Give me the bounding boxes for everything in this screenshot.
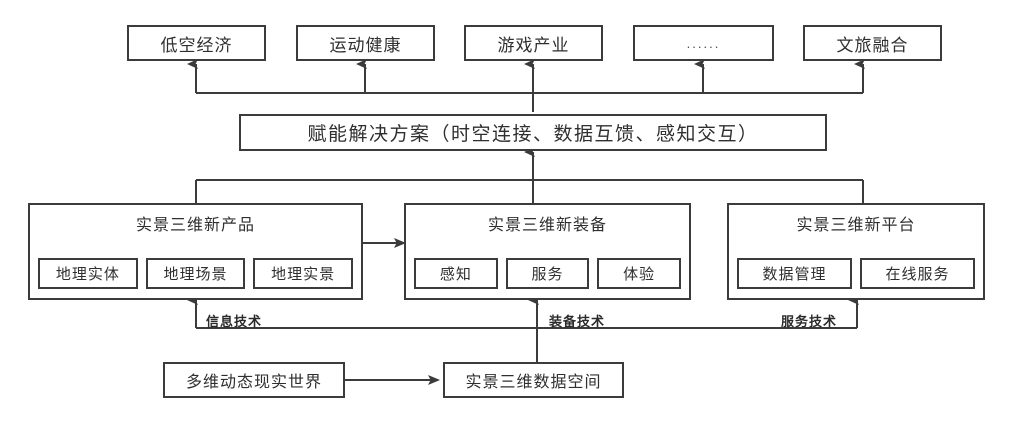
application-box-label: 文旅融合 [836,35,909,55]
solution-box[interactable]: 赋能解决方案（时空连接、数据互馈、感知交互） [239,114,827,151]
chip-data-management[interactable]: 数据管理 [737,258,852,289]
chip-label: 地理场景 [163,266,228,283]
application-box-label: 运动健康 [329,35,402,55]
chip-service[interactable]: 服务 [505,258,590,289]
application-box-label: 低空经济 [160,35,233,55]
panel-new-platform[interactable]: 实景三维新平台 数据管理 在线服务 [727,203,985,300]
application-box-sports-health[interactable]: 运动健康 [296,25,435,61]
chip-label: 数据管理 [762,266,827,283]
chip-label: 在线服务 [885,266,950,283]
application-box-culture-tourism[interactable]: 文旅融合 [803,25,942,61]
chip-label: 地理实景 [271,266,336,283]
edge-label-equipment-technology: 装备技术 [549,311,605,330]
edge-label-service-technology: 服务技术 [781,311,837,330]
foundation-box-real-world[interactable]: 多维动态现实世界 [163,362,345,398]
chip-online-service[interactable]: 在线服务 [860,258,975,289]
edge-label-text: 服务技术 [781,314,838,329]
application-box-label: ...... [686,35,721,51]
panel-title: 实景三维新平台 [796,217,916,234]
panel-chip-row: 数据管理 在线服务 [737,258,975,289]
chip-label: 地理实体 [55,266,120,283]
chip-geo-scene[interactable]: 地理场景 [145,258,246,289]
application-box-ellipsis[interactable]: ...... [633,25,774,61]
application-box-label: 游戏产业 [497,35,570,55]
chip-label: 服务 [531,266,564,283]
application-box-low-altitude-economy[interactable]: 低空经济 [127,25,266,61]
panel-chip-row: 感知 服务 体验 [414,258,682,289]
panel-title: 实景三维新装备 [487,217,607,234]
edge-label-text: 信息技术 [206,314,263,329]
panel-title: 实景三维新产品 [135,217,255,234]
panel-new-equipment[interactable]: 实景三维新装备 感知 服务 体验 [404,203,691,300]
chip-label: 感知 [439,266,472,283]
edge-label-text: 装备技术 [549,314,606,329]
chip-experience[interactable]: 体验 [597,258,682,289]
solution-label: 赋能解决方案（时空连接、数据互馈、感知交互） [307,124,759,145]
panel-new-products[interactable]: 实景三维新产品 地理实体 地理场景 地理实景 [28,203,363,300]
foundation-box-label: 实景三维数据空间 [465,374,602,391]
chip-geo-entity[interactable]: 地理实体 [38,258,138,289]
application-box-game-industry[interactable]: 游戏产业 [464,25,603,61]
panel-chip-row: 地理实体 地理场景 地理实景 [38,258,354,289]
chip-label: 体验 [623,266,656,283]
foundation-box-label: 多维动态现实世界 [185,374,322,391]
chip-geo-reality[interactable]: 地理实景 [253,258,354,289]
foundation-box-data-space[interactable]: 实景三维数据空间 [443,362,624,398]
chip-perception[interactable]: 感知 [414,258,498,289]
edge-label-information-technology: 信息技术 [206,311,262,330]
